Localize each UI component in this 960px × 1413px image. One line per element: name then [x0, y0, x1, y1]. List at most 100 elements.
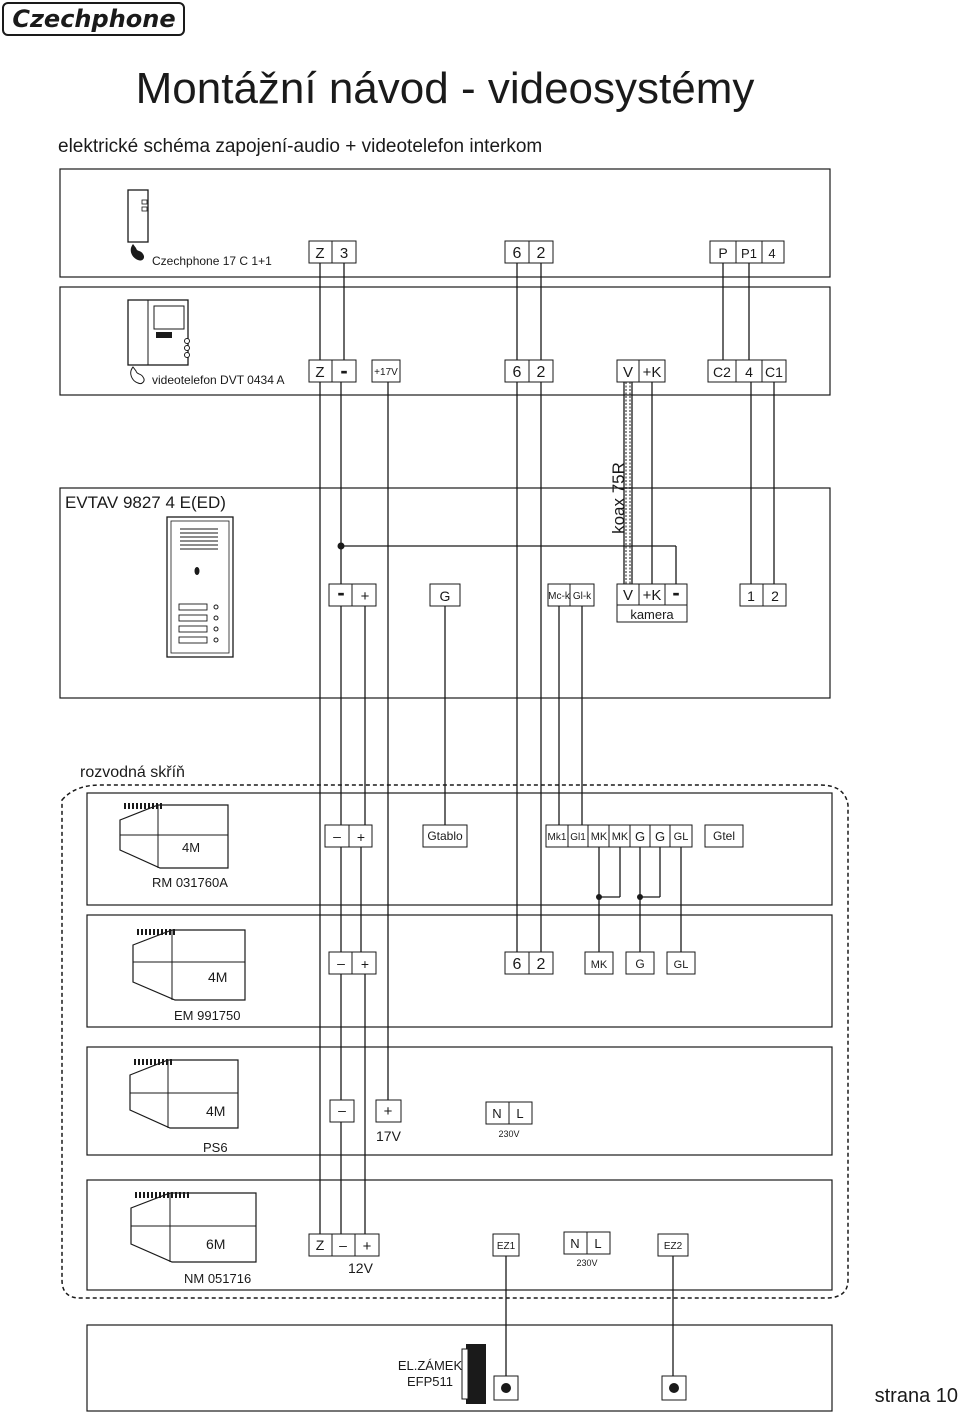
page-subtitle: elektrické schéma zapojení-audio + video…	[58, 136, 542, 157]
terminal-label: 2	[537, 245, 546, 262]
terminal-label: Gl1	[570, 832, 586, 843]
nm-out-voltage: 12V	[348, 1260, 374, 1276]
terminal-label: 6	[513, 956, 522, 973]
terminal-label: G	[635, 829, 645, 844]
terminal-label: P	[718, 245, 727, 261]
terminal-label: G	[635, 957, 644, 971]
videophone-name: videotelefon DVT 0434 A	[152, 373, 285, 387]
ps-in-voltage: 230V	[498, 1129, 519, 1139]
terminal-label: +	[363, 1238, 372, 1255]
terminal-label: N	[570, 1236, 579, 1251]
terminal-label: MK	[591, 831, 608, 843]
terminal-label: Gtel	[713, 829, 735, 843]
din-module-icon	[119, 803, 229, 869]
terminal-label: MK	[612, 831, 629, 843]
terminal-label: GL	[674, 959, 689, 971]
terminal-label: N	[492, 1106, 501, 1121]
terminal-label: +17V	[374, 367, 398, 378]
door-panel-icon	[166, 516, 234, 658]
terminal-label: 1	[747, 588, 755, 604]
page-title: Montážní návod - videosystémy	[136, 64, 755, 113]
terminal-label: +K	[643, 364, 662, 381]
terminal-label: 2	[771, 588, 779, 604]
em-name: EM 991750	[174, 1008, 241, 1023]
terminal-label: -	[340, 358, 347, 383]
terminal-label: –	[339, 1237, 347, 1253]
terminal-label: 2	[537, 364, 546, 381]
terminal-label: 6	[513, 364, 522, 381]
terminal-label: Z	[315, 245, 324, 262]
terminal-label: Z	[315, 364, 324, 381]
coax-label: koax 75R	[609, 462, 628, 534]
terminal-label: L	[516, 1106, 523, 1121]
em-terminals: – + 6 2 MK G GL	[328, 951, 696, 975]
em-size: 4M	[208, 969, 227, 985]
terminal-label: 4	[768, 246, 775, 261]
door-panel-name: EVTAV 9827 4 E(ED)	[65, 493, 226, 512]
terminal-label: EZ1	[497, 1241, 516, 1252]
handset-name: Czechphone 17 C 1+1	[152, 254, 272, 268]
nm-name: NM 051716	[184, 1271, 251, 1286]
ps-name: PS6	[203, 1140, 228, 1155]
terminal-label: Mk1	[548, 832, 567, 843]
din-module-icon	[132, 929, 246, 1001]
door-lock-icon	[461, 1344, 486, 1404]
lock-name-line1: EL.ZÁMEK	[398, 1358, 463, 1373]
terminal-label: +	[384, 1103, 393, 1120]
rm-name: RM 031760A	[152, 875, 228, 890]
nm-in-voltage: 230V	[576, 1258, 597, 1268]
terminal-label: G	[440, 588, 451, 604]
videophone-icon	[127, 299, 190, 384]
terminal-label: Z	[316, 1237, 325, 1253]
terminal-label: +K	[643, 587, 662, 604]
ps-size: 4M	[206, 1103, 225, 1119]
terminal-label: 4	[745, 364, 753, 380]
handset-icon	[127, 189, 149, 261]
terminal-label: MK	[591, 959, 608, 971]
terminal-label: EZ2	[664, 1241, 683, 1252]
camera-label: kamera	[630, 607, 674, 622]
door-panel-terminals: - + G Mc-k Gl-k V +K - kamera 1 2	[328, 580, 787, 623]
terminal-label: V	[623, 364, 633, 381]
terminal-label: Gtablo	[427, 829, 463, 843]
terminal-label: GL	[674, 831, 689, 843]
handset-panel	[59, 168, 831, 278]
terminal-label: G	[655, 829, 665, 844]
terminal-label: –	[333, 828, 341, 844]
din-module-icon	[130, 1192, 257, 1263]
terminal-label: +	[361, 588, 370, 605]
brand-text: Czechphone	[12, 5, 175, 33]
terminal-label: V	[623, 587, 633, 604]
cabinet-label: rozvodná skříň	[80, 764, 185, 781]
lock-panel	[86, 1324, 833, 1412]
lock-name-line2: EFP511	[407, 1374, 453, 1389]
page-number: strana 10	[875, 1385, 958, 1407]
brand-logo: Czechphone	[2, 2, 185, 36]
terminal-label: +	[361, 956, 369, 972]
videophone-terminals: Z - +17V 6 2 V +K C2 4 C1	[308, 358, 787, 383]
terminal-label: C2	[713, 364, 731, 380]
terminal-label: –	[337, 955, 345, 971]
terminal-label: C1	[765, 364, 783, 380]
terminal-label: –	[338, 1102, 346, 1118]
terminal-label: L	[594, 1236, 601, 1251]
terminal-label: +	[357, 829, 365, 845]
nm-terminals: Z – + 12V EZ1 N L 230V EZ2	[308, 1231, 689, 1276]
wires	[319, 263, 775, 1376]
handset-terminals: Z 3 6 2 P P1 4	[308, 240, 785, 264]
terminal-label: -	[672, 580, 679, 605]
din-module-icon	[129, 1059, 239, 1129]
rm-terminals: – + Gtablo Mk1 Gl1 MK MK G G GL Gtel	[324, 824, 744, 848]
rm-size: 4M	[182, 840, 200, 855]
terminal-label: Mc-k	[548, 591, 571, 602]
terminal-label: 3	[340, 245, 348, 262]
cabinet-border	[61, 784, 849, 1299]
terminal-label: P1	[741, 246, 757, 261]
terminal-label: 6	[513, 245, 522, 262]
terminal-label: 2	[537, 956, 546, 973]
terminal-label: -	[337, 580, 344, 605]
terminal-label: Gl-k	[573, 591, 592, 602]
ps-out-voltage: 17V	[376, 1128, 402, 1144]
ps-terminals: – + 17V N L 230V	[329, 1099, 533, 1144]
